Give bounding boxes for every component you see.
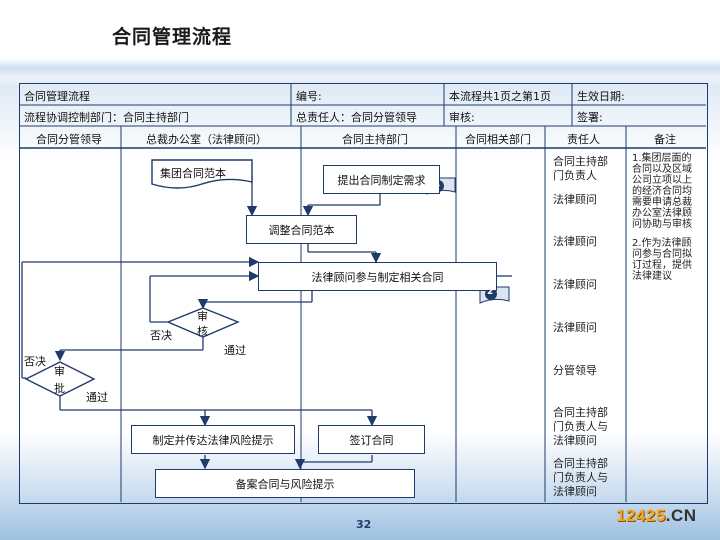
sign-cell: 签署: xyxy=(577,111,603,124)
review-label-1: 审 xyxy=(197,310,208,323)
responsible-4: 法律顾问 xyxy=(553,278,597,291)
adjust-box: 调整合同范本 xyxy=(246,215,357,244)
coordinator-cell: 流程协调控制部门：合同主持部门 xyxy=(24,111,189,124)
review-reject-label: 否决 xyxy=(150,329,172,342)
col-header-responsible: 责任人 xyxy=(567,133,600,146)
owner-cell: 总责任人：合同分管领导 xyxy=(296,111,417,124)
title-band xyxy=(0,58,720,78)
archive-box: 备案合同与风险提示 xyxy=(155,469,415,498)
marker-1-label: 1 xyxy=(434,179,441,189)
process-name-cell: 合同管理流程 xyxy=(24,90,90,103)
risk-notice-box: 制定并传达法律风险提示 xyxy=(131,425,295,454)
review-label-2: 核 xyxy=(197,325,208,338)
responsible-5: 法律顾问 xyxy=(553,321,597,334)
review-pass-label: 通过 xyxy=(224,344,246,357)
sign-contract-box: 签订合同 xyxy=(318,425,425,454)
participate-box: 法律顾问参与制定相关合同 xyxy=(258,262,497,291)
page-title: 合同管理流程 xyxy=(112,26,233,48)
process-table xyxy=(19,83,708,504)
marker-2-label: 2 xyxy=(487,287,494,297)
responsible-3: 法律顾问 xyxy=(553,235,597,248)
approve-reject-label: 否决 xyxy=(24,355,46,368)
col-header-notes: 备注 xyxy=(654,133,676,146)
note-2: 2.作为法律顾问参与合同拟订过程，提供 法律建议 xyxy=(632,238,692,282)
responsible-2: 法律顾问 xyxy=(553,193,597,206)
pages-cell: 本流程共1页之第1页 xyxy=(449,90,551,103)
page-number: 32 xyxy=(356,518,372,531)
approve-label-1: 审 xyxy=(54,365,65,378)
effective-date-cell: 生效日期: xyxy=(577,90,625,103)
note-1: 1.集团层面的合同以及区域公司立项以上 的经济合同均需要申请总裁办公室法律顾 问… xyxy=(632,153,692,230)
col-header-related: 合同相关部门 xyxy=(465,133,531,146)
col-header-host: 合同主持部门 xyxy=(342,133,408,146)
review-diamond xyxy=(166,307,240,338)
approve-label-2: 批 xyxy=(54,382,65,395)
responsible-6: 分管领导 xyxy=(553,364,597,377)
col-header-legal: 总裁办公室（法律顾问） xyxy=(146,133,267,146)
approve-diamond xyxy=(24,361,96,397)
approve-pass-label: 通过 xyxy=(86,391,108,404)
template-doc-shape xyxy=(151,159,253,189)
request-box: 提出合同制定需求 xyxy=(323,165,440,194)
col-header-leader: 合同分管领导 xyxy=(36,133,102,146)
responsible-8: 合同主持部门负责人与法律顾问 xyxy=(553,457,608,498)
template-box-label: 集团合同范本 xyxy=(160,167,226,180)
responsible-7: 合同主持部门负责人与法律顾问 xyxy=(553,406,608,447)
responsible-1: 合同主持部门负责人 xyxy=(553,155,608,182)
site-logo: 12425.CN xyxy=(616,506,697,525)
code-cell: 编号: xyxy=(296,90,322,103)
review-cell: 审核: xyxy=(449,111,475,124)
